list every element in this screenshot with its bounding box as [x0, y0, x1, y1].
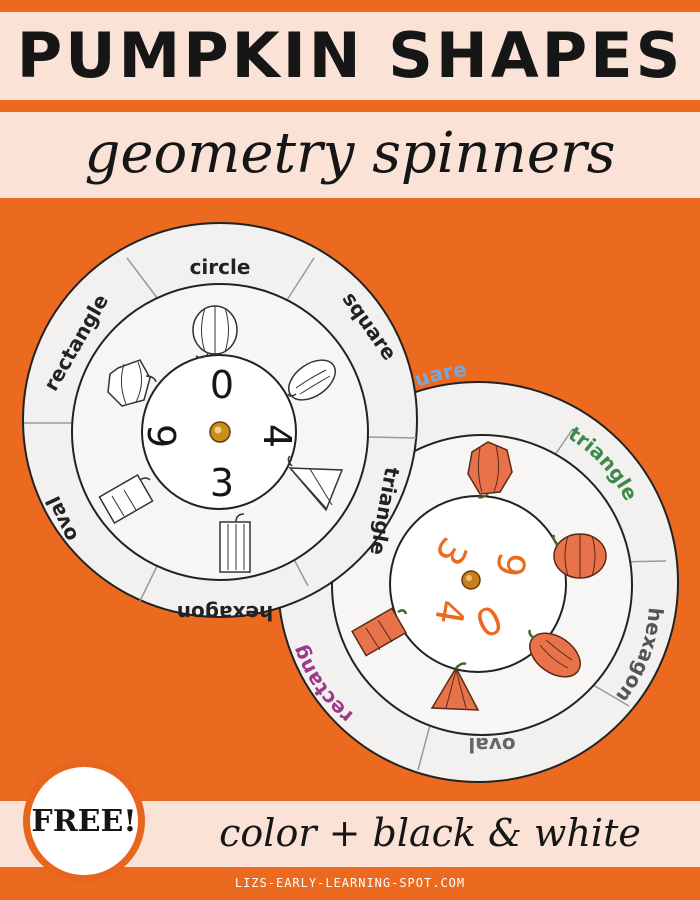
bw-triangle-pumpkin-icon: [287, 455, 344, 512]
color-divider: [587, 681, 630, 707]
bw-divider: [367, 436, 417, 439]
hexagon-pumpkin-icon: [467, 441, 513, 499]
oval-pumpkin-icon: [528, 629, 581, 678]
page-title: PUMPKIN SHAPES: [16, 19, 684, 92]
bw-number-zero: 0: [210, 363, 234, 407]
bw-number-four: 4: [255, 424, 299, 448]
color-label-oval: oval: [468, 733, 515, 757]
bw-spinner: circle square triangle hexagon oval rect…: [22, 222, 418, 625]
triangle-pumpkin-icon: [430, 662, 480, 711]
bw-divider: [286, 257, 315, 301]
free-badge: FREE!: [23, 760, 145, 882]
color-brad-highlight: [466, 575, 472, 581]
bw-hexagon-pumpkin-icon: [107, 359, 157, 407]
page-subtitle: geometry spinners: [84, 121, 616, 186]
bw-label-hexagon: hexagon: [177, 601, 274, 625]
bw-round-pumpkin-icon: [192, 305, 238, 359]
bw-number-three: 3: [210, 461, 234, 505]
free-badge-label: FREE!: [31, 803, 137, 839]
footer-tagline: color + black & white: [219, 811, 641, 855]
bw-brad-highlight: [214, 426, 222, 434]
website-url: LIZS-EARLY-LEARNING-SPOT.COM: [234, 876, 466, 890]
subtitle-band: [0, 112, 700, 198]
bw-rectangle-pumpkin-icon: [98, 473, 154, 525]
bw-divider: [126, 257, 159, 300]
title-band: [0, 12, 700, 100]
color-divider: [417, 724, 431, 771]
bw-oval-pumpkin-icon: [287, 359, 336, 401]
bw-tall-rectangle-pumpkin-icon: [219, 513, 251, 573]
bw-number-six: 6: [141, 424, 185, 448]
round-pumpkin-icon: [552, 533, 607, 579]
rectangle-pumpkin-icon: [351, 607, 408, 657]
bw-label-circle: circle: [190, 255, 251, 279]
